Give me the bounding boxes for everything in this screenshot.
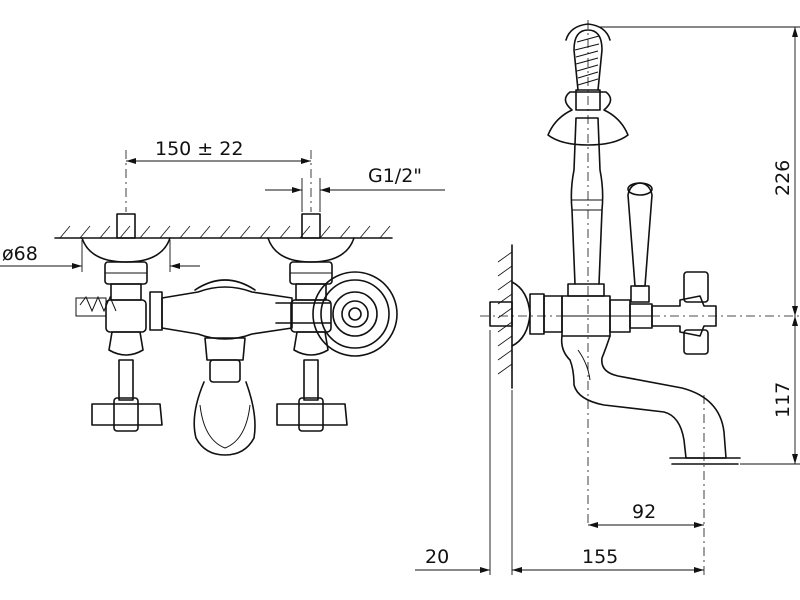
diverter-rosette — [312, 271, 398, 357]
dim-thread-label: G1/2" — [368, 165, 422, 187]
dim-bottom-row: 20 155 — [415, 330, 704, 575]
side-cross-handle — [651, 271, 717, 355]
wall-side-hatch — [497, 244, 513, 389]
dim-height-bottom: 117 — [740, 316, 800, 465]
wall-top-hatch — [54, 225, 393, 239]
dim-diameter: ø68 — [0, 240, 200, 272]
central-body — [161, 279, 331, 456]
side-spout — [560, 335, 741, 465]
side-lever — [627, 182, 653, 303]
dim-spacing-label: 150 ± 22 — [155, 138, 243, 160]
dim-projection-label: 155 — [582, 546, 618, 568]
dim-spout-reach-label: 92 — [632, 501, 656, 523]
side-view: 226 117 92 20 155 — [415, 20, 800, 575]
front-view: 150 ± 22 G1/2" ø68 — [0, 138, 445, 456]
dim-spout-reach: 92 — [588, 501, 704, 528]
dim-height-top-label: 226 — [772, 160, 794, 196]
dim-spacing: 150 ± 22 — [125, 138, 312, 212]
dim-diameter-label: ø68 — [2, 243, 38, 265]
right-inlet — [267, 213, 355, 432]
side-inlet — [489, 281, 563, 347]
dim-height-bottom-label: 117 — [772, 382, 794, 418]
left-inlet — [75, 213, 171, 432]
side-body — [561, 283, 653, 337]
dim-wall-offset-label: 20 — [425, 546, 449, 568]
dim-height-top: 226 — [600, 26, 800, 316]
dim-thread: G1/2" — [265, 165, 445, 212]
